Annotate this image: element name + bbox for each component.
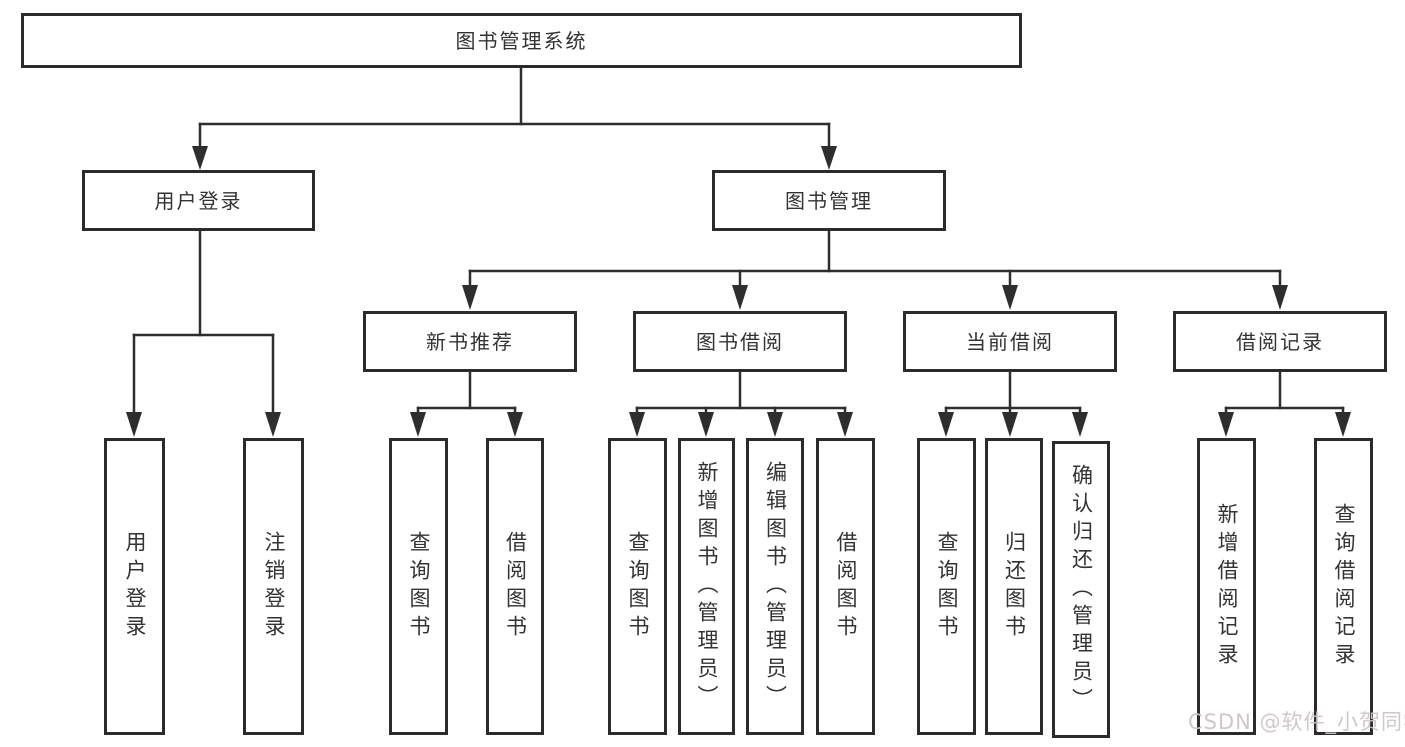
leaf-nb-query-books: 查询图书 [389,438,448,735]
arrow-down-icon [410,412,426,437]
node-book-management: 图书管理 [712,170,946,231]
csdn-watermark: CSDN @软件_小贺同学 [1188,710,1405,734]
arrow-down-icon [1272,285,1288,310]
arrow-down-icon [1002,285,1018,310]
node-label: 用户登录 [123,530,147,643]
arrow-down-icon [938,412,954,437]
leaf-logout: 注销登录 [243,438,304,735]
arrow-down-icon [126,412,142,437]
node-label: 新增借阅记录 [1215,502,1239,671]
connector-book-management [462,229,1288,310]
node-label: 用户登录 [154,188,243,213]
leaf-cb-confirm-return-admin: 确认归还（管理员） [1052,441,1110,738]
node-current-borrow: 当前借阅 [903,311,1117,372]
leaf-cb-query-books: 查询图书 [917,438,976,735]
node-label: 新增图书（管理员） [695,460,719,713]
arrow-down-icon [265,412,281,437]
arrow-down-icon [192,146,208,170]
node-label: 确认归还（管理员） [1069,463,1094,716]
leaf-nb-borrow-books: 借阅图书 [486,438,544,735]
connector-user-login [126,229,281,437]
node-label: 归还图书 [1002,530,1027,643]
node-label: 查询图书 [626,530,650,643]
node-label: 新书推荐 [426,329,514,354]
arrow-down-icon [1002,412,1018,437]
connector-borrow-records [1218,370,1351,437]
node-label: 查询图书 [935,530,959,643]
node-label: 图书管理系统 [455,28,588,53]
node-label: 查询借阅记录 [1332,502,1356,671]
leaf-br-query-record: 查询借阅记录 [1314,438,1373,735]
arrow-down-icon [1072,412,1088,437]
leaf-bb-query-books: 查询图书 [608,438,667,735]
node-label: 图书借阅 [696,329,784,354]
arrow-down-icon [698,412,714,437]
node-label: 编辑图书（管理员） [763,460,788,713]
arrow-down-icon [629,412,645,437]
arrow-down-icon [767,412,783,437]
leaf-user-login: 用户登录 [104,438,165,735]
node-label: 借阅图书 [834,530,858,643]
node-label: 查询图书 [407,530,431,643]
node-user-login: 用户登录 [82,170,315,231]
arrow-down-icon [1218,412,1234,437]
arrow-down-icon [821,146,837,170]
node-book-borrow: 图书借阅 [633,311,847,372]
arrow-down-icon [732,285,748,310]
connector-book-borrow [629,370,853,437]
arrow-down-icon [837,412,853,437]
connector-new-book [410,370,523,437]
arrow-down-icon [507,412,523,437]
connector-current-borrow [938,370,1088,437]
node-label: 当前借阅 [966,329,1054,354]
node-new-book-recommend: 新书推荐 [363,311,577,372]
node-label: 图书管理 [785,188,873,213]
leaf-bb-edit-books-admin: 编辑图书（管理员） [746,438,804,735]
node-label: 注销登录 [262,530,286,643]
arrow-down-icon [462,285,478,310]
node-label: 借阅图书 [503,530,528,643]
leaf-bb-add-books-admin: 新增图书（管理员） [678,438,735,735]
node-label: 借阅记录 [1236,329,1324,354]
arrow-down-icon [1335,412,1351,437]
leaf-cb-return-books: 归还图书 [985,438,1043,735]
leaf-bb-borrow-books: 借阅图书 [816,438,875,735]
node-library-system: 图书管理系统 [21,13,1022,68]
node-borrow-records: 借阅记录 [1173,311,1387,372]
connector-root [192,66,837,170]
leaf-br-add-record: 新增借阅记录 [1197,438,1256,735]
